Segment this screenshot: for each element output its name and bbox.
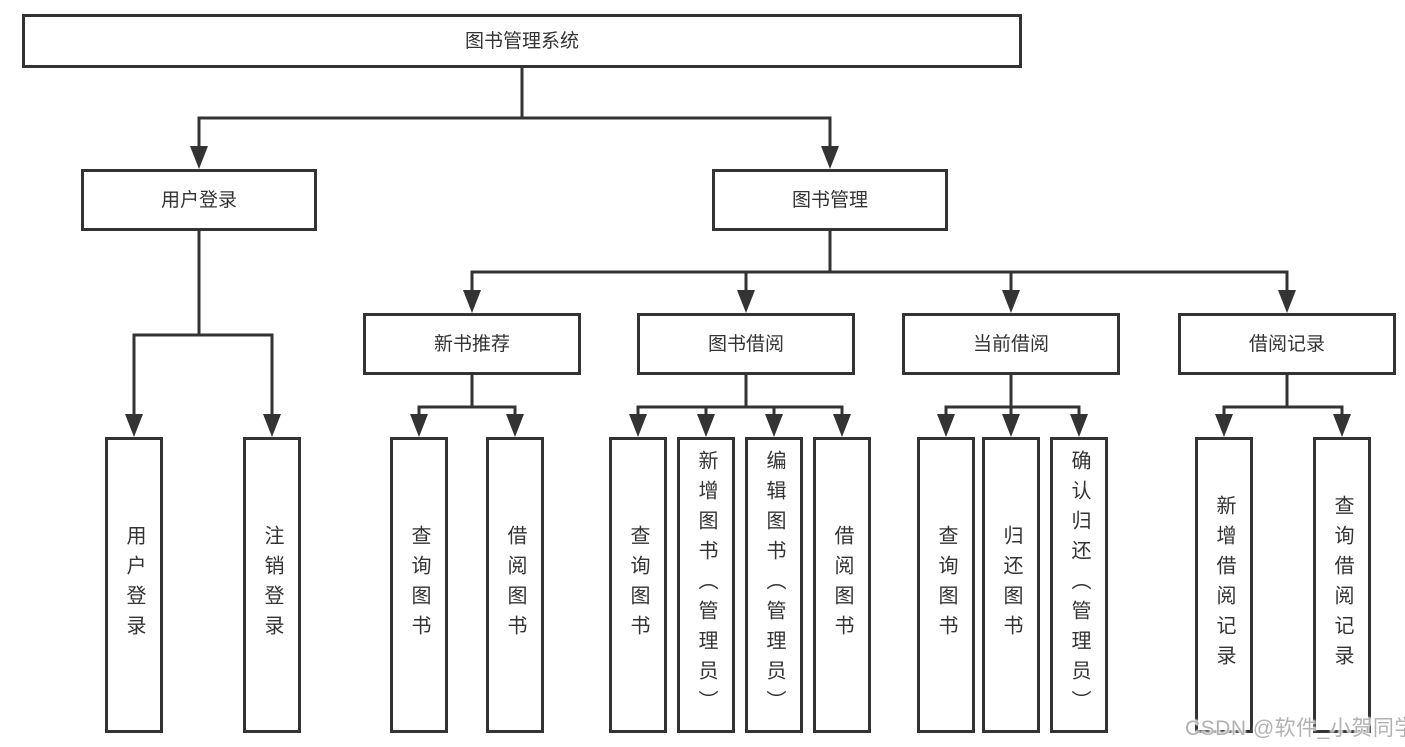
node-book-management-branch: 图书管理 <box>712 169 948 231</box>
leaf-label: 用户登录 <box>123 525 145 645</box>
node-leaf-query-books-current: 查询图书 <box>917 437 975 733</box>
arrow-down-icon <box>1278 290 1296 313</box>
arrow-down-icon <box>833 414 851 437</box>
arrow-down-icon <box>737 290 755 313</box>
leaf-label: 查询图书 <box>935 525 957 645</box>
leaf-label: 借阅图书 <box>504 525 526 645</box>
arrow-down-icon <box>1215 414 1233 437</box>
node-leaf-edit-books-admin: 编辑图书（管理员） <box>745 437 803 733</box>
leaf-label: 注销登录 <box>261 525 283 645</box>
leaf-label: 确认归还（管理员） <box>1068 450 1090 720</box>
arrow-down-icon <box>263 414 281 437</box>
node-borrowing-records: 借阅记录 <box>1178 313 1396 375</box>
leaf-label: 新增图书（管理员） <box>695 450 717 720</box>
leaf-label: 归还图书 <box>1000 525 1022 645</box>
node-leaf-confirm-return-admin: 确认归还（管理员） <box>1050 437 1108 733</box>
node-leaf-borrow-books-recommend: 借阅图书 <box>486 437 544 733</box>
arrow-down-icon <box>410 414 428 437</box>
node-leaf-return-books: 归还图书 <box>982 437 1040 733</box>
node-leaf-user-login: 用户登录 <box>105 437 163 733</box>
arrow-down-icon <box>821 146 839 169</box>
leaf-label: 查询图书 <box>627 525 649 645</box>
arrow-down-icon <box>1070 414 1088 437</box>
arrow-down-icon <box>765 414 783 437</box>
arrow-down-icon <box>1002 290 1020 313</box>
node-current-borrowing: 当前借阅 <box>902 313 1120 375</box>
csdn-watermark: CSDN @软件_小贺同学 <box>1185 717 1405 740</box>
node-user-login-branch: 用户登录 <box>81 169 317 231</box>
node-leaf-query-books-recommend: 查询图书 <box>390 437 448 733</box>
node-leaf-logout: 注销登录 <box>243 437 301 733</box>
arrow-down-icon <box>1002 414 1020 437</box>
leaf-label: 新增借阅记录 <box>1213 495 1235 675</box>
node-leaf-borrow-books: 借阅图书 <box>813 437 871 733</box>
arrow-down-icon <box>190 146 208 169</box>
arrow-down-icon <box>506 414 524 437</box>
arrow-down-icon <box>937 414 955 437</box>
leaf-label: 编辑图书（管理员） <box>763 450 785 720</box>
node-leaf-add-books-admin: 新增图书（管理员） <box>677 437 735 733</box>
arrow-down-icon <box>697 414 715 437</box>
node-leaf-query-borrow-record: 查询借阅记录 <box>1313 437 1371 733</box>
leaf-label: 借阅图书 <box>831 525 853 645</box>
node-book-borrowing: 图书借阅 <box>637 313 855 375</box>
leaf-label: 查询借阅记录 <box>1331 495 1353 675</box>
node-library-management-system: 图书管理系统 <box>22 14 1022 68</box>
arrow-down-icon <box>1333 414 1351 437</box>
leaf-label: 查询图书 <box>408 525 430 645</box>
arrow-down-icon <box>125 414 143 437</box>
node-leaf-add-borrow-record: 新增借阅记录 <box>1195 437 1253 733</box>
arrow-down-icon <box>629 414 647 437</box>
node-new-book-recommendation: 新书推荐 <box>363 313 581 375</box>
arrow-down-icon <box>463 290 481 313</box>
node-leaf-query-books-borrow: 查询图书 <box>609 437 667 733</box>
